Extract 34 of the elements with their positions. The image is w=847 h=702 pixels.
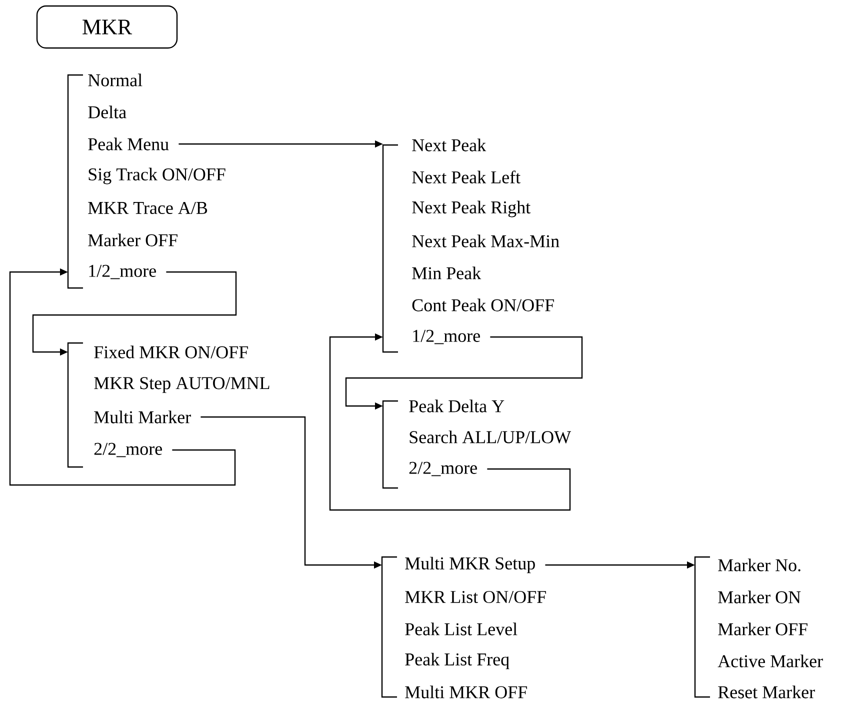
- menu-item: Peak List Level: [405, 622, 518, 636]
- menu-item: Active Marker: [718, 654, 823, 668]
- menu-item: Marker OFF: [88, 234, 178, 246]
- menu-item: MKR Step AUTO/MNL: [94, 377, 270, 393]
- menu-item: Marker ON: [718, 590, 801, 604]
- menu-item: 2/2_more: [94, 442, 162, 458]
- menu-item: MKR Trace A/B: [88, 202, 208, 214]
- menu-item: Normal: [88, 74, 142, 86]
- menu-item: Peak List Freq: [405, 652, 510, 670]
- menu-item: Min Peak: [412, 266, 482, 280]
- menu-item: 1/2_more: [89, 264, 156, 280]
- menu-item: Fixed MKR ON/OFF: [94, 346, 248, 358]
- menu-item: Next Peak Right: [412, 200, 530, 218]
- menu-key-box: MKR: [36, 5, 178, 49]
- menu-item: 1/2_more: [413, 330, 480, 344]
- menu-item: Next Peak Left: [412, 170, 520, 184]
- menu-item: MKR List ON/OFF: [405, 590, 546, 604]
- menu-item: Marker OFF: [718, 622, 808, 636]
- menu-item: Search ALL/UP/LOW: [410, 430, 572, 444]
- menu-item: Peak Delta Y: [409, 400, 504, 412]
- menu-item: Sig Track ON/OFF: [88, 168, 226, 184]
- arrow: [9, 268, 236, 486]
- menu-item: Multi MKR Setup: [405, 556, 535, 574]
- menu-item: Multi Marker: [94, 410, 191, 424]
- menu-item: Marker No.: [718, 558, 800, 572]
- menu-item: Delta: [88, 106, 126, 118]
- menu-item: Reset Marker: [718, 686, 815, 698]
- menu-item: Peak Menu: [88, 138, 169, 150]
- menu-item: Next Peak: [412, 138, 486, 152]
- menu-item: Next Peak Max-Min: [412, 234, 560, 248]
- arrow: [329, 333, 571, 511]
- menu-item: Multi MKR OFF: [405, 686, 527, 698]
- menu-item: 2/2_more: [409, 462, 477, 476]
- menu-item: Cont Peak ON/OFF: [412, 298, 554, 312]
